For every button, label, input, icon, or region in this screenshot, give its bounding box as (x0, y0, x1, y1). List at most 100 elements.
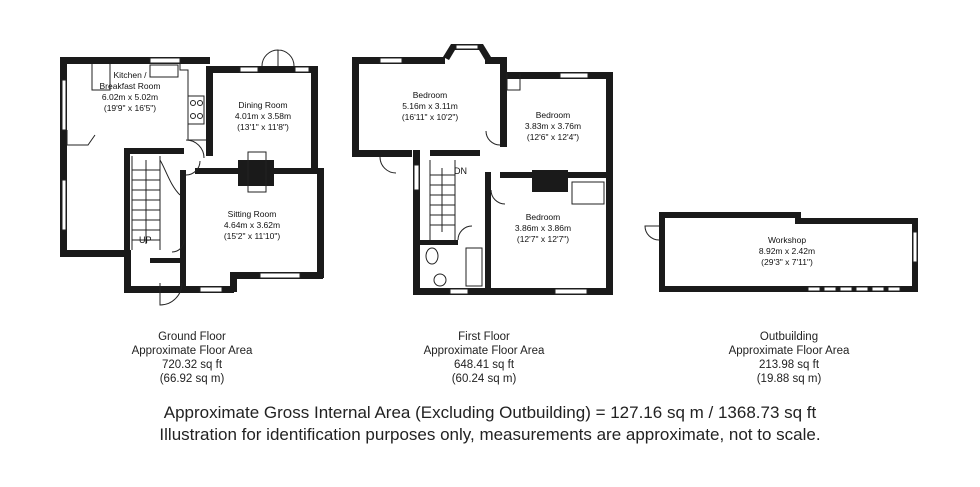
gf-wall-bottom (124, 286, 234, 293)
ob-window-4 (855, 286, 869, 292)
gf-sitting-dims-m: 4.64m x 3.62m (224, 220, 280, 230)
gf-caption-title: Ground Floor (158, 331, 226, 343)
ob-window-1 (807, 286, 821, 292)
ff-wardrobe (571, 181, 605, 205)
ff-door-bath (457, 225, 473, 241)
gf-wall-bay-left (230, 272, 237, 292)
ff-caption-sqft: 648.41 sq ft (453, 359, 515, 371)
outbuilding-caption: Outbuilding Approximate Floor Area 213.9… (679, 330, 899, 386)
ff-bay-window-wall (443, 44, 491, 60)
gf-kitchen-unit (66, 130, 96, 146)
ff-wall-bath-top (418, 240, 458, 245)
ff-cupboard (506, 74, 521, 91)
ff-caption-title: First Floor (458, 331, 510, 343)
ob-window-6 (887, 286, 901, 292)
gf-hob-ring-3 (190, 113, 196, 119)
ff-wall-left (352, 57, 359, 157)
ff-window-bed1 (379, 57, 403, 64)
gf-window-dining-2 (294, 66, 310, 73)
ff-door-bed2 (485, 130, 501, 146)
ff-bed1-dims-m: 5.16m x 3.11m (402, 101, 458, 111)
gf-staircase (131, 156, 181, 250)
first-floor-plan: Bedroom 5.16m x 3.11m (16'11" x 10'2") B… (352, 44, 613, 295)
gf-window-dining-1 (239, 66, 259, 73)
ff-bed2-dims-ft: (12'6" x 12'4") (527, 132, 579, 142)
gf-wall-top-left (60, 57, 210, 64)
gf-wall-bottom-left (60, 250, 130, 257)
gf-caption-sqft: 720.32 sq ft (161, 359, 223, 371)
gf-door-sitting (185, 160, 201, 176)
gf-hob-ring-1 (190, 100, 196, 106)
ff-window-bed3 (554, 288, 588, 295)
gf-window-front (199, 286, 223, 293)
ob-caption-sqft: 213.98 sq ft (758, 359, 820, 371)
ob-window-3 (839, 286, 853, 292)
ff-staircase (429, 160, 456, 240)
ff-wall-bed2-top (500, 72, 613, 79)
gf-window-kitchen-left (61, 79, 67, 131)
gf-wall-hall-right (180, 170, 186, 290)
gf-caption-sqm: (66.92 sq m) (159, 373, 225, 385)
ff-basin (425, 247, 439, 265)
ff-caption-subtitle: Approximate Floor Area (423, 345, 545, 357)
ff-door-bed3 (490, 189, 506, 205)
ff-wall-left-lower (413, 150, 420, 295)
ff-bed3-label: Bedroom (526, 212, 561, 222)
gf-hob-ring-4 (197, 113, 203, 119)
floor-plan-drawing: Kitchen / Breakfast Room 6.02m x 5.02m (… (60, 44, 918, 306)
gf-sitting-label: Sitting Room (228, 209, 277, 219)
ff-wc (433, 273, 447, 287)
gf-window-kitchen-left-2 (61, 179, 67, 231)
ff-wall-bed1-right (500, 57, 507, 147)
gf-dining-dims-m: 4.01m x 3.58m (235, 111, 291, 121)
ob-caption-sqm: (19.88 sq m) (756, 373, 822, 385)
ff-bed1-label: Bedroom (413, 90, 448, 100)
ob-workshop-dims-ft: (29'3" x 7'11") (761, 257, 813, 267)
ff-wall-landing-top (430, 150, 480, 156)
gf-window-kitchen-top (149, 57, 181, 64)
ob-window-right (912, 231, 918, 263)
gf-door-lobby (171, 239, 185, 253)
ob-wall-top-right (795, 218, 918, 224)
gf-wall-kitchen-bottom (124, 148, 184, 154)
ob-wall-left (659, 212, 665, 292)
outbuilding-plan: Workshop 8.92m x 2.42m (29'3" x 7'11") (644, 212, 918, 292)
first-floor-caption: First Floor Approximate Floor Area 648.4… (374, 330, 594, 386)
gf-kitchen-label-2: Breakfast Room (100, 81, 161, 91)
ff-wall-bed2-right (606, 72, 613, 207)
gf-hob-ring-2 (197, 100, 203, 106)
ff-wall-bed1-bottom (352, 150, 412, 157)
gf-sitting-dims-ft: (15'2" x 11'10") (224, 231, 281, 241)
ff-bath (465, 247, 483, 287)
ob-workshop-dims-m: 8.92m x 2.42m (759, 246, 815, 256)
gf-chimney-breast (238, 160, 274, 186)
ob-workshop-label: Workshop (768, 235, 806, 245)
gf-french-doors (261, 49, 295, 67)
ff-window-stair (413, 164, 420, 191)
ff-caption-sqm: (60.24 sq m) (451, 373, 517, 385)
gf-kitchen-counter (91, 64, 206, 141)
ff-bed1-dims-ft: (16'11" x 10'2") (402, 112, 459, 122)
gf-front-door (159, 282, 183, 306)
gf-door-kitchen (185, 139, 205, 159)
ff-bed3-dims-ft: (12'7" x 12'7") (517, 234, 569, 244)
gf-wall-kitchen-dining (206, 66, 213, 156)
gf-stair-up-label: UP (139, 235, 152, 245)
gf-hearth (247, 151, 267, 193)
gf-wall-dining-top (206, 66, 318, 73)
ob-wall-top-left (659, 212, 801, 218)
gross-area-statement: Approximate Gross Internal Area (Excludi… (163, 403, 817, 422)
ground-floor-caption: Ground Floor Approximate Floor Area 720.… (82, 330, 302, 386)
ff-wall-top-mid (485, 57, 505, 64)
gf-wall-dining-right (311, 66, 318, 171)
ob-window-5 (871, 286, 885, 292)
ob-wall-bottom (659, 286, 918, 292)
gf-caption-subtitle: Approximate Floor Area (131, 345, 253, 357)
ff-bed2-label: Bedroom (536, 110, 571, 120)
ff-bay-window (455, 44, 479, 50)
gf-kitchen-label-1: Kitchen / (113, 70, 147, 80)
ff-window-bed2 (559, 72, 589, 79)
gf-wall-lobby-top (150, 258, 184, 263)
gf-dining-dims-ft: (13'1" x 11'8") (237, 122, 289, 132)
ff-wall-right-lower (606, 200, 613, 295)
